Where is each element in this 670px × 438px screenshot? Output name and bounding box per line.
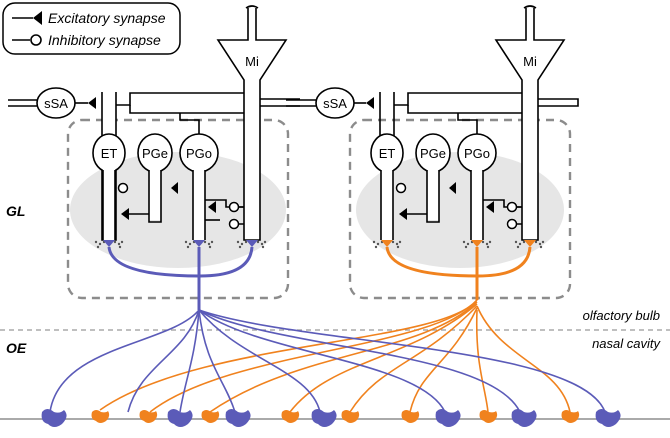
mitral-cell-right-label: Mi (523, 54, 537, 69)
pge-left-shaft (149, 168, 161, 220)
ssa-cell-right-label: sSA (323, 96, 347, 111)
excitatory-synapse-icon (208, 201, 216, 213)
receptor-neuron-orange (341, 410, 360, 423)
olfactory-bulb-label: olfactory bulb (583, 308, 660, 323)
et-cell-right (379, 92, 395, 136)
inhibitory-synapse-icon (228, 218, 240, 230)
receptor-neuron-blue (41, 409, 67, 427)
pgo-left-shaft (193, 168, 205, 240)
pge-right-shaft (427, 168, 439, 220)
inhibitory-synapse-icon (506, 218, 518, 230)
receptor-neuron-blue (595, 409, 621, 427)
ssa-right-axon (286, 99, 318, 107)
terminal-left-pgo (193, 240, 205, 247)
receptor-neuron-blue (225, 409, 251, 427)
mitral-cell-right-top-break (523, 5, 537, 9)
excitatory-synapse-icon (399, 208, 407, 220)
mitral-cell-left-top-break (245, 5, 259, 9)
receptor-neuron-orange (281, 410, 300, 423)
receptor-neuron-orange (91, 410, 110, 423)
excitatory-synapse-icon (121, 208, 129, 220)
mitral-cell-left-label: Mi (245, 54, 259, 69)
legend-inhibitory-label: Inhibitory synapse (48, 32, 161, 48)
glomerulus-right: Mi sSA ET PGe PGo (286, 5, 579, 300)
receptor-neuron-blue (167, 409, 193, 427)
ssa-left-axon (8, 99, 38, 107)
et-cell-left-label: ET (101, 146, 118, 161)
pgo-right-shaft (471, 168, 483, 240)
receptor-neurons (41, 409, 621, 427)
inhibitory-synapse-icon (117, 182, 129, 194)
terminal-right-pgo (471, 240, 483, 247)
inhibitory-synapse-icon (228, 201, 240, 213)
pge-cell-right-label: PGe (420, 146, 446, 161)
glomerulus-right-boundary (348, 118, 572, 300)
orange-axon-bundle (99, 299, 571, 413)
legend-box (2, 2, 181, 55)
et-cell-left-shaft (103, 168, 115, 240)
et-right-shaft-outline (380, 170, 394, 240)
pgo-right-shaft-outline (470, 170, 484, 240)
excitatory-synapse-icon (449, 182, 456, 194)
nasal-cavity-label: nasal cavity (592, 336, 661, 351)
legend: Excitatory synapse Inhibitory synapse (2, 2, 181, 55)
blue-axon-bundle (49, 309, 606, 413)
wire-left-mid (129, 105, 244, 134)
oe-label: OE (6, 340, 27, 356)
excitatory-synapse-icon (486, 201, 494, 213)
et-cell-right-label: ET (379, 146, 396, 161)
inhibitory-synapse-icon (395, 182, 407, 194)
terminal-left-mi (246, 240, 258, 247)
receptor-neuron-orange (139, 410, 158, 423)
wire-left-et-top (116, 92, 244, 106)
receptor-neuron-orange (479, 410, 498, 423)
pge-right-shaft-outline (426, 170, 440, 223)
terminal-right-mi (524, 240, 536, 247)
wire-right-mid (407, 105, 522, 134)
glomerulus-left: Mi sSA ET PGe PGo (8, 5, 300, 310)
pgo-cell-right-label: PGo (464, 146, 490, 161)
et-left-shaft-outline (102, 170, 116, 240)
glomerulus-right-ellipse (356, 152, 564, 268)
pgo-cell-left-label: PGo (186, 146, 212, 161)
gl-label: GL (6, 203, 25, 219)
mitral-right-lateral-dendrite (538, 98, 579, 107)
terminal-right-et (381, 240, 393, 247)
excitatory-synapse-icon (33, 11, 42, 25)
pge-left-shaft-outline (148, 170, 162, 223)
receptor-neuron-blue (311, 409, 337, 427)
excitatory-synapse-icon (88, 97, 96, 109)
ssa-cell-left-label: sSA (44, 96, 68, 111)
excitatory-synapse-icon (171, 182, 178, 194)
receptor-neuron-blue (511, 409, 537, 427)
excitatory-synapse-icon (366, 97, 374, 109)
receptor-neuron-blue (435, 409, 461, 427)
receptor-neuron-orange (561, 410, 580, 423)
legend-excitatory-label: Excitatory synapse (48, 10, 166, 26)
receptor-neuron-orange (401, 410, 420, 423)
pgo-left-shaft-outline (192, 170, 206, 240)
receptor-neuron-orange (201, 410, 220, 423)
glomerulus-left-ellipse (70, 152, 286, 268)
pge-cell-left-label: PGe (142, 146, 168, 161)
et-cell-right-shaft (381, 168, 393, 240)
wire-right-et-top (394, 92, 522, 106)
inhibitory-synapse-icon (30, 34, 42, 46)
glomerulus-left-boundary (66, 118, 290, 300)
inhibitory-synapse-icon (506, 201, 518, 213)
terminal-left-et (103, 240, 115, 247)
